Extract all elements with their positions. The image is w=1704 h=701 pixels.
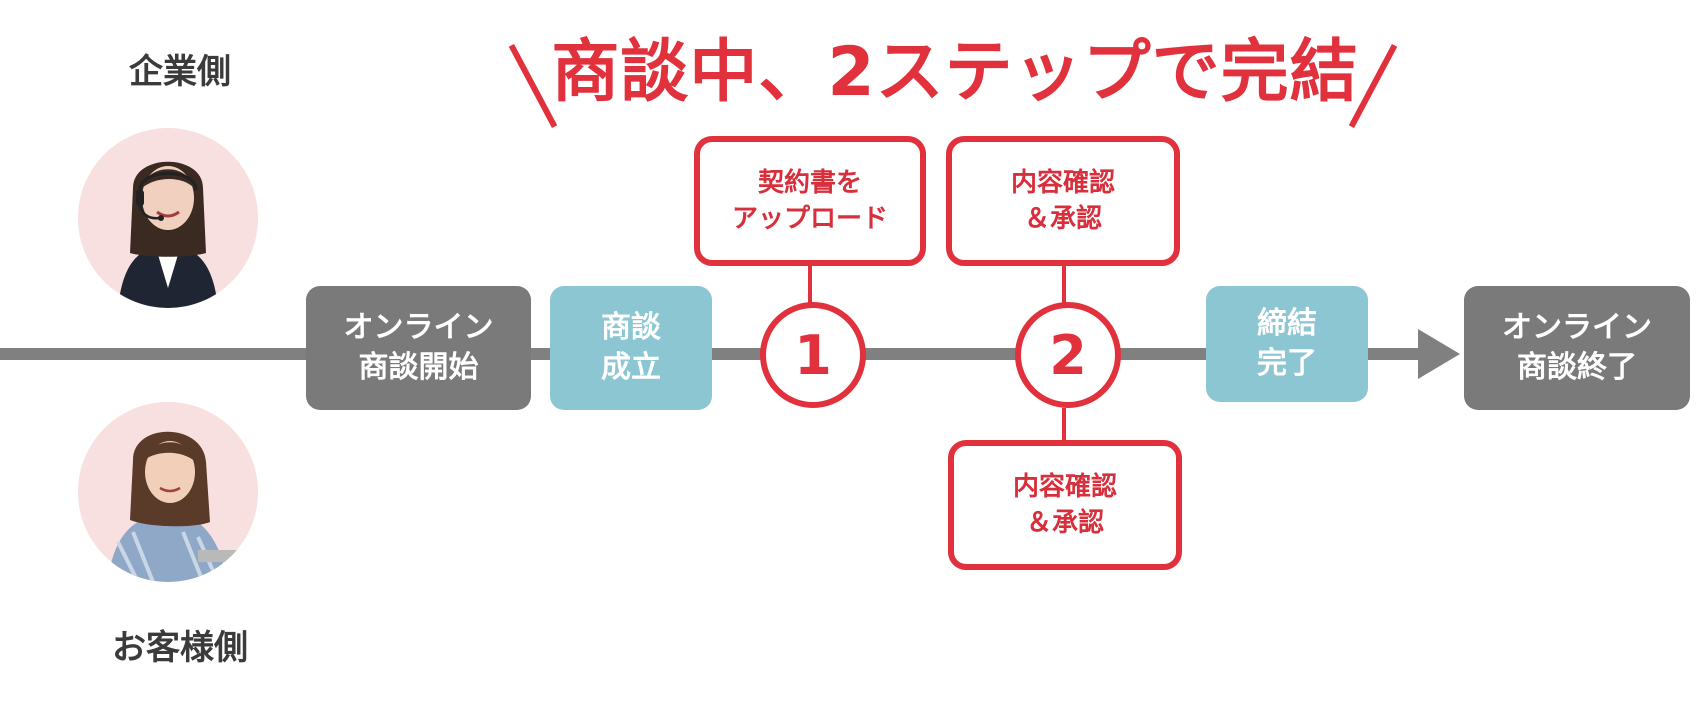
step1-connector [808, 262, 812, 304]
step2-top-connector [1062, 262, 1066, 304]
headline: 商談中、2ステップで完結 [551, 33, 1359, 112]
callout-line: 内容確認 [1012, 472, 1117, 502]
callout-company-review-approve: 内容確認 ＆承認 [946, 136, 1180, 266]
stage-label-line: 商談終了 [1517, 350, 1637, 385]
stage-contract-concluded: 締結 完了 [1206, 286, 1368, 402]
callout-line: ＆承認 [1023, 204, 1102, 234]
step-1-circle: 1 [760, 302, 866, 408]
headset-woman-icon [78, 128, 258, 308]
stage-label-line: 完了 [1257, 346, 1317, 381]
callout-upload-contract: 契約書を アップロード [694, 136, 926, 266]
company-side-label: 企業側 [129, 52, 231, 92]
stage-label-line: 商談開始 [358, 350, 479, 385]
stage-label-line: 締結 [1257, 306, 1317, 341]
step2-bottom-connector [1062, 408, 1066, 444]
stage-label-line: オンライン [343, 310, 494, 345]
customer-side-label: お客様側 [112, 628, 248, 668]
stage-label-line: 成立 [601, 350, 661, 385]
callout-customer-review-approve: 内容確認 ＆承認 [948, 440, 1182, 570]
stage-label-line: オンライン [1502, 310, 1652, 345]
company-representative-avatar [78, 128, 258, 308]
stage-online-meeting-start: オンライン 商談開始 [306, 286, 531, 410]
stage-deal-closed: 商談 成立 [550, 286, 712, 410]
woman-at-laptop-icon [78, 402, 258, 582]
callout-line: ＆承認 [1025, 508, 1104, 538]
timeline-arrowhead [1418, 329, 1460, 379]
stage-label-line: 商談 [601, 310, 661, 345]
callout-line: 契約書を [757, 168, 862, 198]
customer-avatar [78, 402, 258, 582]
step-2-circle: 2 [1015, 302, 1121, 408]
callout-line: アップロード [731, 204, 888, 234]
stage-online-meeting-end: オンライン 商談終了 [1464, 286, 1690, 410]
callout-line: 内容確認 [1010, 168, 1115, 198]
